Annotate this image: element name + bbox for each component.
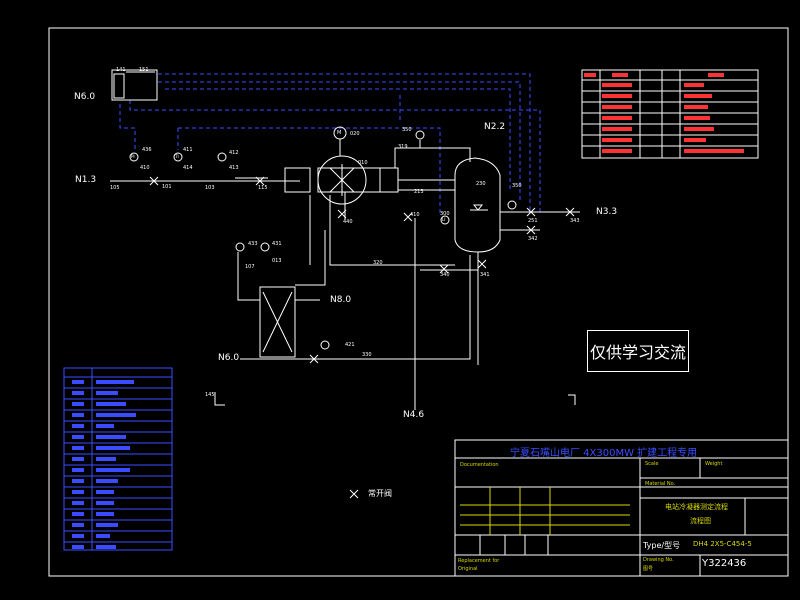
cooler-unit — [317, 155, 381, 205]
title-block-frame-yellow — [460, 487, 630, 535]
vessel-level-symbol — [472, 204, 484, 211]
control-box — [111, 69, 158, 101]
title-block-frame — [454, 439, 789, 577]
valves — [149, 176, 575, 499]
legend-table — [63, 367, 173, 551]
legend-entries — [72, 380, 136, 549]
instrument-signal-lines — [119, 73, 541, 215]
instrument-bubbles — [129, 130, 517, 350]
motor-symbol — [333, 126, 347, 156]
process-lines — [110, 140, 580, 410]
sheet-border — [48, 27, 789, 577]
data-table-text — [584, 73, 744, 153]
data-table — [581, 69, 759, 159]
